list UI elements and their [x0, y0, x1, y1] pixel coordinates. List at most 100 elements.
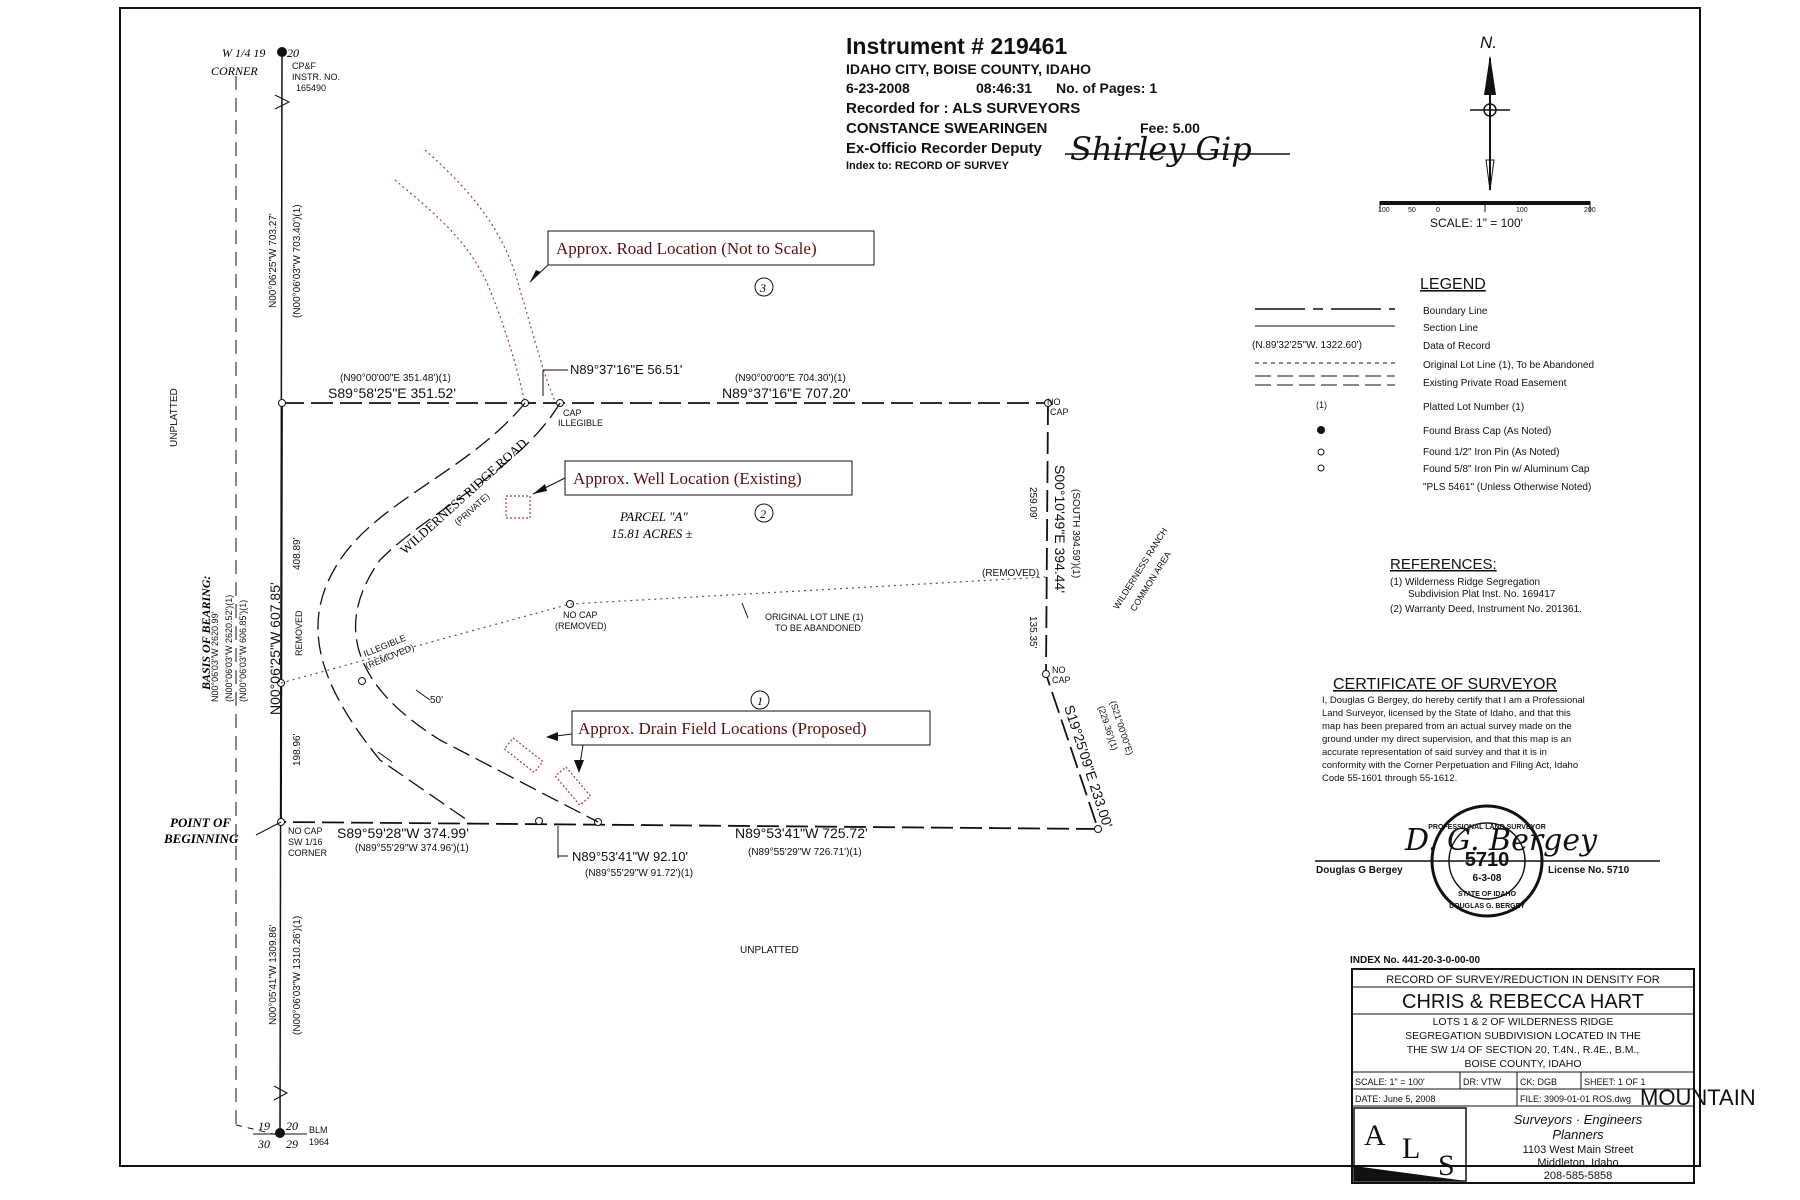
description-line-1: LOTS 1 & 2 OF WILDERNESS RIDGE	[1433, 1016, 1614, 1028]
no-cap-removed-1: NO CAP	[563, 610, 598, 620]
title-block: INDEX No. 441-20-3-0-00-00 RECORD OF SUR…	[1350, 955, 1695, 1184]
seal-state: STATE OF IDAHO	[1458, 891, 1517, 898]
legend-item-aluminum-cap: Found 5/8" Iron Pin w/ Aluminum Cap	[1423, 464, 1590, 475]
illegible-label: ILLEGIBLE	[558, 418, 603, 428]
drain-callout-text: Approx. Drain Field Locations (Proposed)	[578, 719, 866, 738]
surveyor-certificate: CERTIFICATE OF SURVEYOR I, Douglas G Ber…	[1315, 676, 1660, 918]
west-lower-record: (N00°06'03"W 1310.26')(1)	[292, 916, 303, 1035]
corner-nw-label: W 1/4 19	[222, 46, 265, 60]
ex-officio-label: Ex-Officio Recorder Deputy	[846, 140, 1043, 157]
logo-letter-l: L	[1402, 1132, 1420, 1165]
approx-road-location	[394, 179, 526, 404]
road-callout-text: Approx. Road Location (Not to Scale)	[556, 239, 817, 258]
north-label: N.	[1480, 33, 1497, 52]
seal-name: DOUGLAS G. BERGEY	[1449, 903, 1525, 910]
recording-pages: No. of Pages: 1	[1056, 80, 1157, 96]
east-lower-distance: 135.35'	[1027, 616, 1038, 649]
sheet-border	[119, 7, 1701, 1167]
legend-title: LEGEND	[1420, 276, 1486, 293]
road-easement-west	[317, 402, 526, 823]
company-city: Middleton, Idaho	[1537, 1157, 1618, 1169]
west-lower-bearing: N00°05'41"W 1309.86'	[268, 925, 279, 1025]
surveyor-license: License No. 5710	[1548, 865, 1630, 876]
reference-1: (1) Wilderness Ridge Segregation	[1390, 577, 1540, 588]
scale-tick-4: 100	[1516, 207, 1528, 214]
sw-corner-3: CORNER	[288, 848, 328, 858]
scale-tick-3: 0	[1436, 207, 1440, 214]
original-lot-line	[280, 576, 1047, 684]
recorded-for: Recorded for : ALS SURVEYORS	[846, 100, 1080, 117]
legend-lot-sample: (1)	[1316, 400, 1327, 410]
scale-tick-2: 50	[1408, 207, 1416, 214]
seal-number: 5710	[1465, 849, 1510, 871]
title-scale: SCALE: 1" = 100'	[1355, 1077, 1425, 1087]
plat-drawing: Approx. Road Location (Not to Scale) App…	[163, 46, 1173, 1151]
south-left-bearing: S89°59'28"W 374.99'	[337, 825, 469, 841]
references: REFERENCES: (1) Wilderness Ridge Segrega…	[1390, 556, 1582, 615]
corner-nw-20: 20	[287, 46, 299, 60]
reference-1-cont: Subdivision Plat Inst. No. 169417	[1408, 589, 1556, 600]
legend-item-lot-number: Platted Lot Number (1)	[1423, 402, 1524, 413]
title-drawn-by: DR: VTW	[1463, 1077, 1502, 1087]
road-name: WILDERNESS RIDGE ROAD	[397, 435, 530, 557]
no-cap-east-1: NO	[1052, 665, 1066, 675]
title-date: DATE: June 5, 2008	[1355, 1094, 1435, 1104]
certificate-line-1: I, Douglas G Bergey, do hereby certify t…	[1322, 695, 1585, 706]
cap-label: CAP	[563, 408, 582, 418]
unplatted-south: UNPLATTED	[740, 945, 799, 956]
scale-bar: 100 50 0 100 200 SCALE: 1" = 100'	[1378, 201, 1596, 230]
drain-field-1	[503, 737, 544, 774]
owner-names: CHRIS & REBECCA HART	[1402, 991, 1644, 1013]
east-upper-distance: 259.09'	[1027, 487, 1038, 520]
north-small-bearing: N89°37'16"E 56.51'	[570, 362, 682, 377]
index-to: Index to: RECORD OF SURVEY	[846, 160, 1010, 172]
blm-year: 1964	[309, 1137, 329, 1147]
cpf-number: 165490	[296, 83, 326, 93]
recorder-name: CONSTANCE SWEARINGEN	[846, 120, 1047, 137]
certificate-line-2: Land Surveyor, licensed by the State of …	[1322, 708, 1571, 719]
lot-number-1: 1	[757, 694, 763, 708]
blm-20: 20	[286, 1119, 298, 1133]
lot-number-2: 2	[760, 507, 766, 521]
recording-place: IDAHO CITY, BOISE COUNTY, IDAHO	[846, 61, 1091, 77]
parcel-name: PARCEL "A"	[619, 509, 688, 524]
blm-label: BLM	[309, 1125, 328, 1135]
scale-text: SCALE: 1" = 100'	[1430, 216, 1523, 230]
index-number: INDEX No. 441-20-3-0-00-00	[1350, 955, 1480, 966]
recording-time: 08:46:31	[976, 80, 1032, 96]
legend-item-original-lot: Original Lot Line (1), To be Abandoned	[1423, 360, 1594, 371]
no-cap-east-2: CAP	[1052, 675, 1071, 685]
blm-29: 29	[286, 1137, 298, 1151]
south-small-bearing: N89°53'41"W 92.10'	[572, 849, 688, 864]
removed-west: REMOVED	[294, 610, 304, 656]
well-callout: Approx. Well Location (Existing)	[532, 460, 853, 496]
drain-callout: Approx. Drain Field Locations (Proposed)	[546, 710, 931, 773]
company-planners: Planners	[1552, 1127, 1604, 1142]
references-title: REFERENCES:	[1390, 556, 1497, 573]
instrument-number: Instrument # 219461	[846, 33, 1067, 59]
scale-tick-5: 200	[1584, 207, 1596, 214]
watermark: MOUNTAIN	[1640, 1085, 1756, 1110]
surveyor-name: Douglas G Bergey	[1316, 865, 1403, 876]
west-record-3: (N00°06'03"W 606.85')(1)	[238, 600, 248, 702]
certificate-line-3: map has been prepared from an actual sur…	[1322, 721, 1572, 732]
south-left-record: (N89°55'29"W 374.96')(1)	[355, 843, 469, 854]
legend-item-brass-cap: Found Brass Cap (As Noted)	[1423, 426, 1551, 437]
south-right-bearing: N89°53'41"W 725.72'	[735, 825, 868, 841]
scale-tick-1: 100	[1378, 207, 1390, 214]
record-line: RECORD OF SURVEY/REDUCTION IN DENSITY FO…	[1386, 974, 1659, 986]
legend-item-iron-pin: Found 1/2" Iron Pin (As Noted)	[1423, 447, 1559, 458]
west-record-1: N00°06'03"W 2620.99'	[210, 611, 220, 702]
well-location	[505, 495, 531, 519]
company-street: 1103 West Main Street	[1523, 1144, 1634, 1156]
pob-label-1: POINT OF	[170, 815, 231, 830]
road-callout: Approx. Road Location (Not to Scale)	[529, 230, 875, 283]
north-right-record: (N90°00'00"E 704.30')(1)	[735, 373, 846, 384]
certificate-line-6: conformity with the Corner Perpetuation …	[1322, 760, 1578, 771]
blm-19: 19	[258, 1119, 270, 1133]
east-bearing: S00°10'49"E 394.44'	[1052, 465, 1068, 593]
company-services: Surveyors · Engineers	[1514, 1112, 1643, 1127]
easement-width: 50'	[430, 695, 443, 706]
unplatted-west: UNPLATTED	[169, 388, 180, 447]
